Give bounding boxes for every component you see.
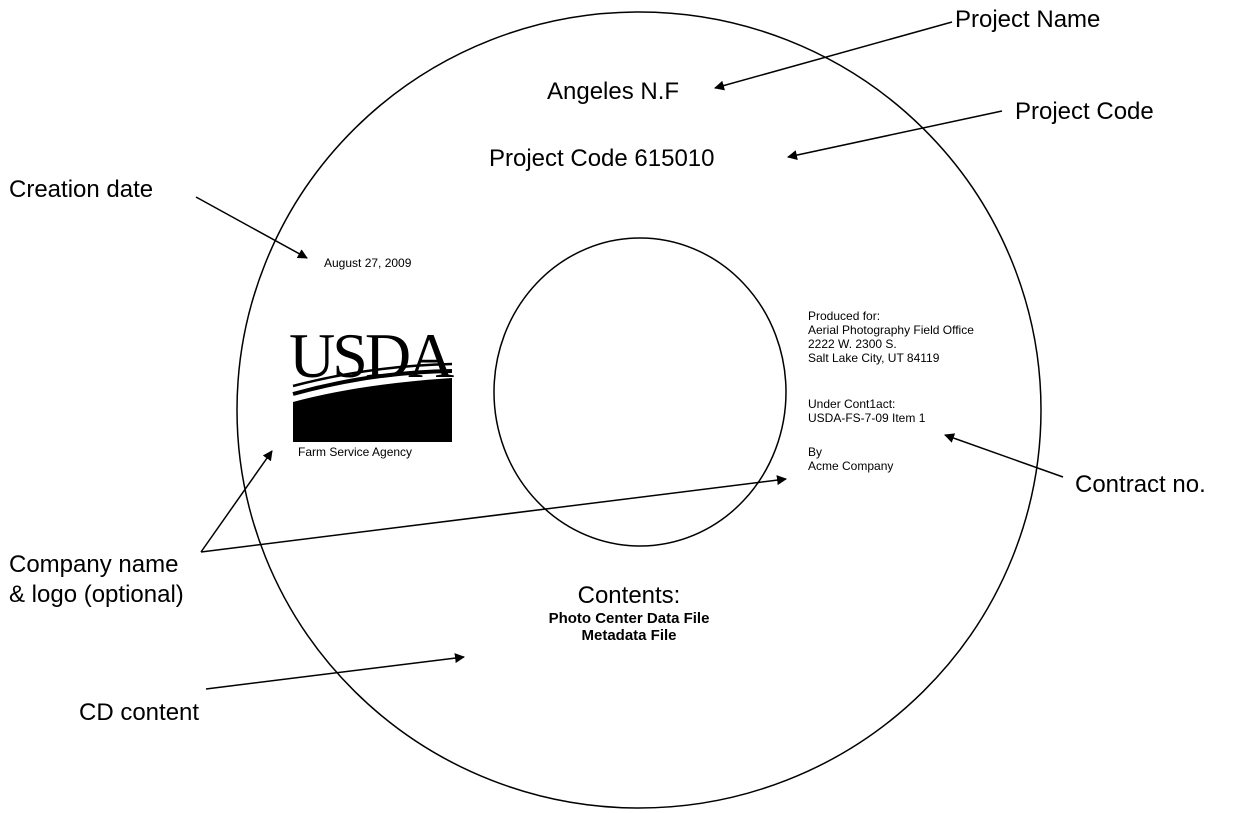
- contents-heading: Contents:: [577, 582, 681, 609]
- callout-project-code: Project Code: [1015, 98, 1154, 125]
- arrow-company-name: [200, 475, 787, 553]
- producer-heading: By: [808, 445, 823, 459]
- project-code: Project Code 615010: [489, 145, 715, 172]
- callout-contract-no: Contract no.: [1075, 471, 1206, 498]
- usda-logo-wordmark: USDA: [289, 320, 454, 391]
- creation-date: August 27, 2009: [324, 256, 412, 270]
- producer-name: Acme Company: [808, 459, 894, 473]
- disc-outer-circle: [236, 11, 1042, 809]
- contents-item: Metadata File: [581, 627, 677, 644]
- contract-number: USDA-FS-7-09 Item 1: [808, 411, 926, 425]
- produced-for-line1: Aerial Photography Field Office: [808, 323, 974, 337]
- callout-company-line1: Company name: [9, 551, 179, 578]
- contract-heading: Under Cont1act:: [808, 397, 896, 411]
- usda-logo-agency: Farm Service Agency: [298, 445, 413, 459]
- disc-inner-hole: [493, 237, 787, 547]
- usda-logo-swooshes: [292, 362, 453, 442]
- callout-project-name: Project Name: [955, 6, 1101, 33]
- callout-cd-content: CD content: [79, 699, 200, 726]
- arrow-project-code: [787, 110, 1003, 160]
- contents-block: Contents: Photo Center Data File Metadat…: [470, 582, 788, 644]
- project-name: Angeles N.F: [547, 78, 680, 105]
- produced-for-line3: Salt Lake City, UT 84119: [808, 351, 940, 365]
- callout-company-line2: & logo (optional): [9, 581, 184, 608]
- produced-for-block: Produced for: Aerial Photography Field O…: [808, 309, 974, 365]
- arrow-contract-no: [944, 433, 1064, 478]
- arrow-company-logo: [200, 450, 273, 553]
- contents-item: Photo Center Data File: [548, 610, 710, 627]
- arrow-cd-content: [205, 653, 465, 690]
- produced-for-line2: 2222 W. 2300 S.: [808, 337, 897, 351]
- producer-block: By Acme Company: [808, 445, 893, 473]
- callout-creation-date: Creation date: [9, 176, 154, 203]
- produced-for-heading: Produced for:: [808, 309, 881, 323]
- arrow-creation-date: [195, 196, 308, 259]
- contract-block: Under Cont1act: USDA-FS-7-09 Item 1: [808, 397, 925, 425]
- arrow-project-name: [714, 21, 953, 91]
